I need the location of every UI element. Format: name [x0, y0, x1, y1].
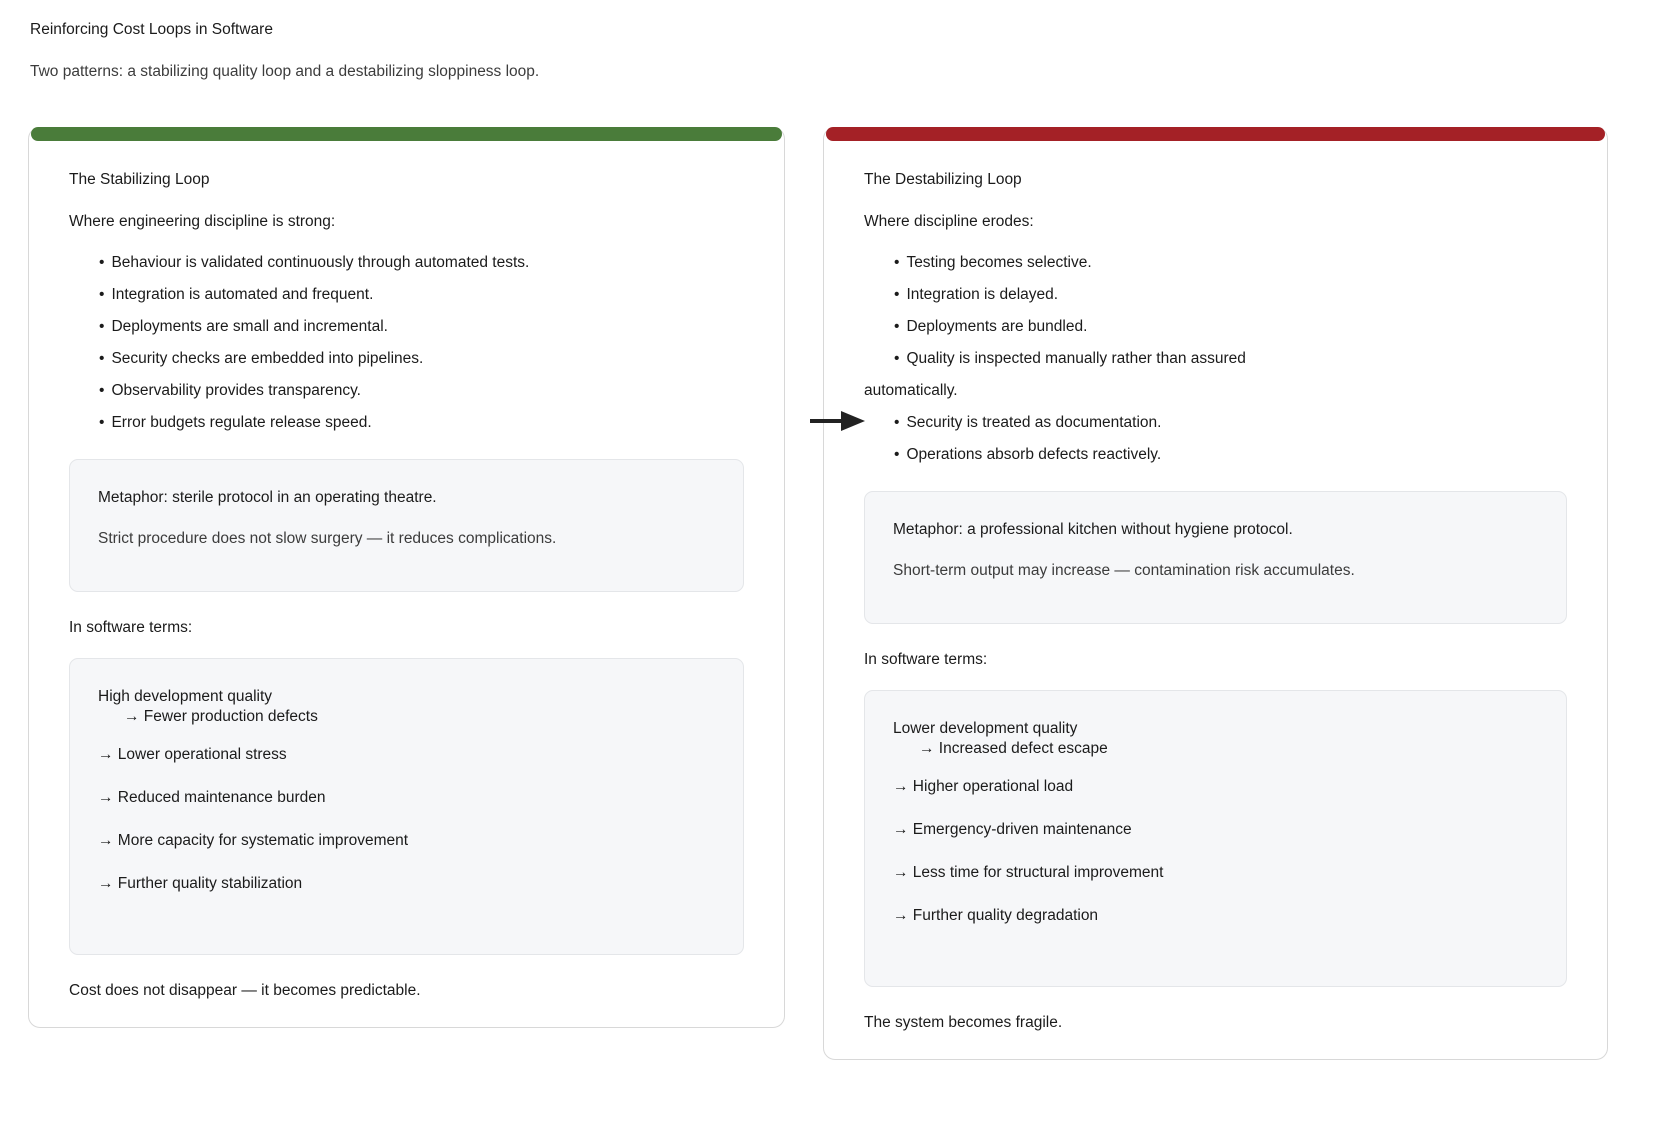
list-item: • Security checks are embedded into pipel…: [69, 348, 744, 369]
list-item: • Testing becomes selective.: [864, 252, 1567, 273]
flow-step: → Higher operational load: [893, 778, 1074, 795]
page-subtitle: Two patterns: a stabilizing quality loop…: [30, 63, 540, 80]
bullet-icon: •: [894, 446, 900, 463]
flow-step: → Less time for structural improvement: [893, 864, 1164, 881]
list-item-continuation: automatically.: [864, 382, 958, 399]
bullet-icon: •: [99, 414, 105, 431]
metaphor-headline: Metaphor: a professional kitchen without…: [893, 521, 1293, 538]
destabilizing-flow-box: Lower development quality → Increased de…: [864, 690, 1567, 987]
stabilizing-footnote: Cost does not disappear — it becomes pre…: [69, 982, 421, 999]
stabilizing-accent-bar: [31, 127, 782, 141]
bullet-icon: •: [894, 318, 900, 335]
bullet-icon: •: [894, 414, 900, 431]
flow-step: → More capacity for systematic improveme…: [98, 832, 409, 849]
destabilizing-card-lead: Where discipline erodes:: [864, 213, 1034, 230]
list-item-label: Testing becomes selective.: [906, 254, 1092, 271]
bullet-icon: •: [894, 254, 900, 271]
loops-comparison: The Stabilizing Loop Where engineering d…: [0, 120, 1670, 1060]
list-item: • Deployments are bundled.: [864, 316, 1567, 337]
destabilizing-card-title: The Destabilizing Loop: [864, 171, 1022, 188]
flow-start-label: Lower development quality: [893, 720, 1078, 737]
list-item-label: Quality is inspected manually rather tha…: [906, 350, 1246, 367]
flow-step: → Lower operational stress: [98, 746, 287, 763]
list-item: • Integration is automated and frequent.: [69, 284, 744, 305]
stabilizing-column: The Stabilizing Loop Where engineering d…: [0, 120, 785, 1028]
flow-step: → Reduced maintenance burden: [98, 789, 326, 806]
list-item-label: Deployments are small and incremental.: [111, 318, 388, 335]
list-item-label: Integration is automated and frequent.: [111, 286, 374, 303]
list-item-label: Error budgets regulate release speed.: [111, 414, 372, 431]
stabilizing-bullet-list: • Behaviour is validated continuously thr…: [69, 252, 744, 433]
list-item: • Error budgets regulate release speed.: [69, 412, 744, 433]
stabilizing-card[interactable]: The Stabilizing Loop Where engineering d…: [28, 127, 785, 1028]
page-title: Reinforcing Cost Loops in Software: [30, 21, 273, 38]
list-item: • Integration is delayed.: [864, 284, 1567, 305]
list-item: • Behaviour is validated continuously thr…: [69, 252, 744, 273]
list-item-label: Security is treated as documentation.: [906, 414, 1162, 431]
flow-step: → Emergency-driven maintenance: [893, 821, 1132, 838]
stabilizing-card-title: The Stabilizing Loop: [69, 171, 210, 188]
metaphor-detail: Strict procedure does not slow surgery —…: [98, 530, 557, 547]
flow-start: Lower development quality → Increased de…: [893, 719, 1538, 759]
arrow-right-icon: [810, 411, 865, 431]
destabilizing-column: The Destabilizing Loop Where discipline …: [785, 120, 1640, 1060]
bullet-icon: •: [894, 350, 900, 367]
list-item-label: Deployments are bundled.: [906, 318, 1088, 335]
list-item: • Observability provides transparency.: [69, 380, 744, 401]
destabilizing-footnote: The system becomes fragile.: [864, 1014, 1063, 1031]
flow-start-consequence: → Increased defect escape: [919, 740, 1108, 757]
bullet-icon: •: [99, 382, 105, 399]
bullet-icon: •: [99, 286, 105, 303]
destabilizing-card[interactable]: The Destabilizing Loop Where discipline …: [823, 127, 1608, 1060]
destabilizing-metaphor-box: Metaphor: a professional kitchen without…: [864, 491, 1567, 624]
bullet-icon: •: [99, 318, 105, 335]
loop-connector: [808, 408, 870, 434]
stabilizing-metaphor-box: Metaphor: sterile protocol in an operati…: [69, 459, 744, 592]
flow-step: → Further quality degradation: [893, 907, 1099, 924]
stabilizing-card-wrapper: The Stabilizing Loop Where engineering d…: [28, 127, 785, 1028]
list-item: • Deployments are small and incremental.: [69, 316, 744, 337]
flow-start-label: High development quality: [98, 688, 273, 705]
bullet-icon: •: [99, 254, 105, 271]
list-item-label: Observability provides transparency.: [111, 382, 361, 399]
list-item-label: Operations absorb defects reactively.: [906, 446, 1162, 463]
document-header: Reinforcing Cost Loops in Software Two p…: [0, 0, 1670, 82]
bullet-icon: •: [99, 350, 105, 367]
flow-step: → Further quality stabilization: [98, 875, 303, 892]
list-item-label: Security checks are embedded into pipeli…: [111, 350, 424, 367]
metaphor-headline: Metaphor: sterile protocol in an operati…: [98, 489, 437, 506]
destabilizing-section-label: In software terms:: [864, 651, 988, 668]
stabilizing-card-lead: Where engineering discipline is strong:: [69, 213, 336, 230]
stabilizing-section-label: In software terms:: [69, 619, 193, 636]
list-item-label: Integration is delayed.: [906, 286, 1059, 303]
flow-start: High development quality → Fewer product…: [98, 687, 715, 727]
destabilizing-card-wrapper: The Destabilizing Loop Where discipline …: [823, 127, 1608, 1060]
stabilizing-flow-box: High development quality → Fewer product…: [69, 658, 744, 955]
flow-start-consequence: → Fewer production defects: [124, 708, 318, 725]
list-item: • Security is treated as documentation.: [864, 412, 1567, 433]
list-item: • Operations absorb defects reactively.: [864, 444, 1567, 465]
list-item-label: Behaviour is validated continuously thro…: [111, 254, 530, 271]
bullet-icon: •: [894, 286, 900, 303]
metaphor-detail: Short-term output may increase — contami…: [893, 562, 1355, 579]
destabilizing-accent-bar: [826, 127, 1605, 141]
list-item: • Quality is inspected manually rather th…: [864, 348, 1567, 401]
destabilizing-bullet-list: • Testing becomes selective. • Integration…: [864, 252, 1567, 465]
